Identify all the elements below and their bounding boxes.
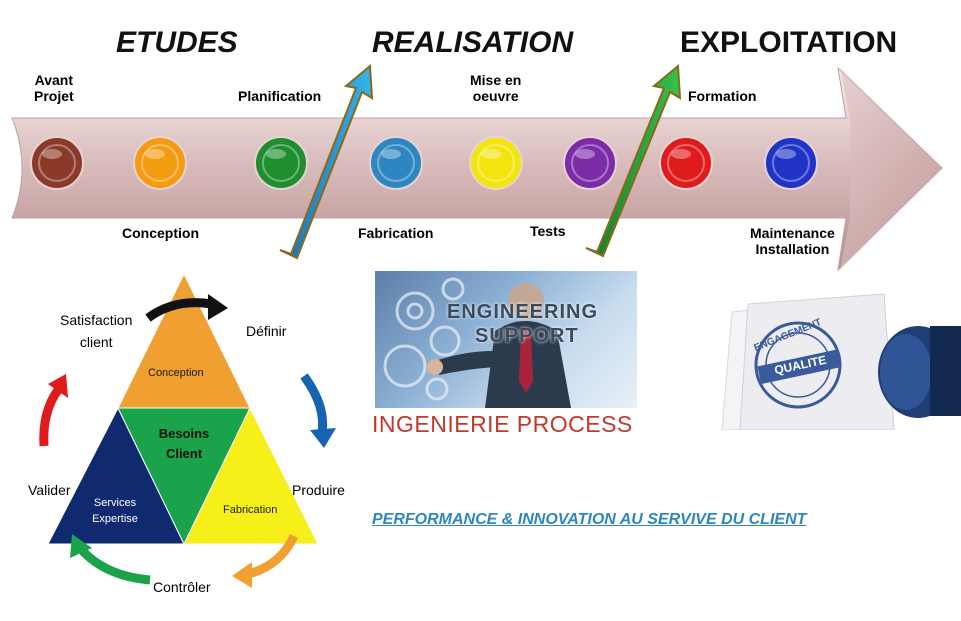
step-maintenance-installation: Maintenance Installation — [750, 225, 835, 257]
triangle-top-label: Conception — [148, 367, 204, 379]
phase-etudes: ETUDES — [116, 26, 238, 59]
step-avant-projet: Avant Projet — [34, 72, 74, 104]
triangle-center-label: Besoins Client — [150, 424, 218, 464]
step-planification: Planification — [238, 88, 322, 104]
performance-tagline: PERFORMANCE & INNOVATION AU SERVIVE DU C… — [372, 511, 807, 528]
circle-planification — [254, 136, 308, 190]
ingenierie-process-caption: INGENIERIE PROCESS — [372, 411, 633, 437]
triangle-center-line1: Besoins — [158, 426, 210, 441]
step-avant-projet-line2: Projet — [34, 88, 74, 104]
circle-fabrication — [369, 136, 423, 190]
step-conception: Conception — [122, 225, 199, 241]
quality-stamp-icon — [721, 293, 961, 430]
circle-conception — [133, 136, 187, 190]
cycle-definir: Définir — [246, 323, 287, 339]
triangle-right-label: Fabrication — [223, 504, 278, 516]
phase-realisation: REALISATION — [372, 26, 574, 59]
step-mise-en-oeuvre-line1: Mise en — [470, 72, 522, 88]
circle-maintenance — [764, 136, 818, 190]
cycle-satisfaction-client: Satisfaction client — [60, 309, 132, 353]
cycle-produire: Produire — [292, 482, 345, 498]
engineering-support-image: ENGINEERING SUPPORT — [375, 271, 637, 408]
circle-formation — [659, 136, 713, 190]
step-formation: Formation — [688, 88, 757, 104]
step-avant-projet-line1: Avant — [34, 72, 74, 88]
needs-triangle — [47, 272, 319, 546]
circle-mise-en-oeuvre — [469, 136, 523, 190]
step-mise-en-oeuvre: Mise en oeuvre — [470, 72, 521, 104]
photo-line1: ENGINEERING — [447, 301, 599, 323]
triangle-center-line2: Client — [165, 446, 203, 461]
step-tests: Tests — [530, 223, 566, 239]
step-maintenance-line: Maintenance — [750, 225, 835, 241]
triangle-left-line2: Expertise — [92, 513, 138, 525]
phase-exploitation: EXPLOITATION — [680, 26, 898, 59]
circle-tests — [563, 136, 617, 190]
cycle-satisfaction-line2: client — [79, 334, 113, 350]
gears-illustration-icon — [383, 277, 571, 408]
blue-transition-arrow — [279, 63, 374, 260]
step-installation-line: Installation — [755, 241, 830, 257]
quality-stamp-image: ENGAGEMENT QUALITE — [718, 290, 961, 430]
cycle-arrows — [39, 294, 336, 588]
circle-avant-projet — [30, 136, 84, 190]
triangle-left-label: Services Expertise — [84, 495, 146, 527]
cycle-valider: Valider — [28, 482, 71, 498]
step-fabrication: Fabrication — [358, 225, 434, 241]
photo-line2: SUPPORT — [475, 325, 579, 347]
green-transition-arrow — [585, 63, 682, 258]
cycle-satisfaction-line1: Satisfaction — [60, 312, 133, 328]
cycle-controler: Contrôler — [153, 579, 211, 595]
timeline-circles — [30, 136, 818, 190]
triangle-left-line1: Services — [93, 497, 137, 509]
step-mise-en-oeuvre-line2: oeuvre — [472, 88, 519, 104]
